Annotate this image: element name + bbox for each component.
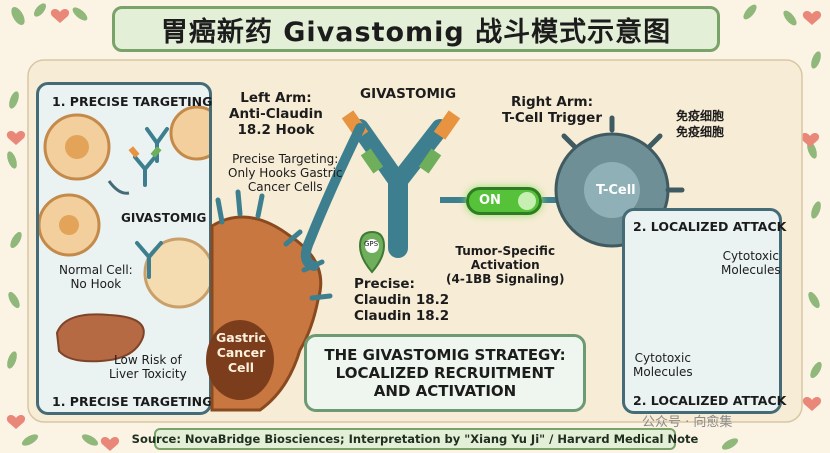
precise-targeting-panel: 1. PRECISE TARGETING GIVASTOMIG Normal C…	[36, 82, 212, 415]
localized-attack-panel: 2. LOCALIZED ATTACK Cytotoxic Molecules …	[622, 208, 786, 414]
source-text: Source: NovaBridge Biosciences; Interpre…	[131, 432, 699, 446]
page-title: 胃癌新药 Givastomig 战斗模式示意图	[160, 16, 672, 48]
on-switch-icon: ON	[466, 187, 542, 215]
precise-targeting-illustration	[39, 105, 209, 363]
border-hearts	[6, 9, 822, 451]
left-panel-title-bottom: 1. PRECISE TARGETING	[52, 394, 213, 409]
right-panel-title-top: 2. LOCALIZED ATTACK	[633, 219, 787, 234]
gastric-cancer-label: Gastric Cancer Cell	[216, 330, 266, 375]
title-banner: 胃癌新药 Givastomig 战斗模式示意图	[112, 6, 720, 52]
immune-cell-label: 免疫细胞 免疫细胞	[676, 109, 725, 139]
watermark: 公众号 · 向愈集	[642, 415, 733, 430]
antibody-name-label: GIVASTOMIG	[360, 86, 457, 102]
on-switch-label: ON	[479, 193, 501, 208]
gps-label: GPS	[364, 240, 379, 248]
cytotoxic-label-top: Cytotoxic Molecules	[721, 249, 781, 277]
strategy-line-3: AND ACTIVATION	[373, 382, 517, 400]
strategy-line-2: LOCALIZED RECRUITMENT	[335, 364, 555, 382]
strategy-box: THE GIVASTOMIG STRATEGY: LOCALIZED RECRU…	[304, 334, 586, 412]
liver-toxicity-label: Low Risk of Liver Toxicity	[109, 353, 187, 381]
left-arm-label: Left Arm: Anti-Claudin 18.2 Hook	[229, 90, 323, 138]
precise-targeting-label: Precise Targeting: Only Hooks Gastric Ca…	[228, 152, 343, 194]
activation-label: Tumor-Specific Activation (4-1BB Signali…	[446, 244, 565, 286]
cytotoxic-label-bottom: Cytotoxic Molecules	[633, 351, 693, 379]
right-arm-label: Right Arm: T-Cell Trigger	[502, 94, 602, 126]
normal-cell-label: Normal Cell: No Hook	[59, 263, 133, 291]
source-banner: Source: NovaBridge Biosciences; Interpre…	[132, 428, 698, 450]
strategy-line-1: THE GIVASTOMIG STRATEGY:	[324, 346, 566, 364]
left-panel-drug-label: GIVASTOMIG	[121, 211, 207, 225]
precise-claudin-label: Precise: Claudin 18.2 Claudin 18.2	[354, 276, 450, 324]
right-panel-title-bottom: 2. LOCALIZED ATTACK	[633, 393, 787, 408]
left-panel-title-top: 1. PRECISE TARGETING	[52, 94, 213, 109]
t-cell-label: T-Cell	[596, 183, 636, 198]
